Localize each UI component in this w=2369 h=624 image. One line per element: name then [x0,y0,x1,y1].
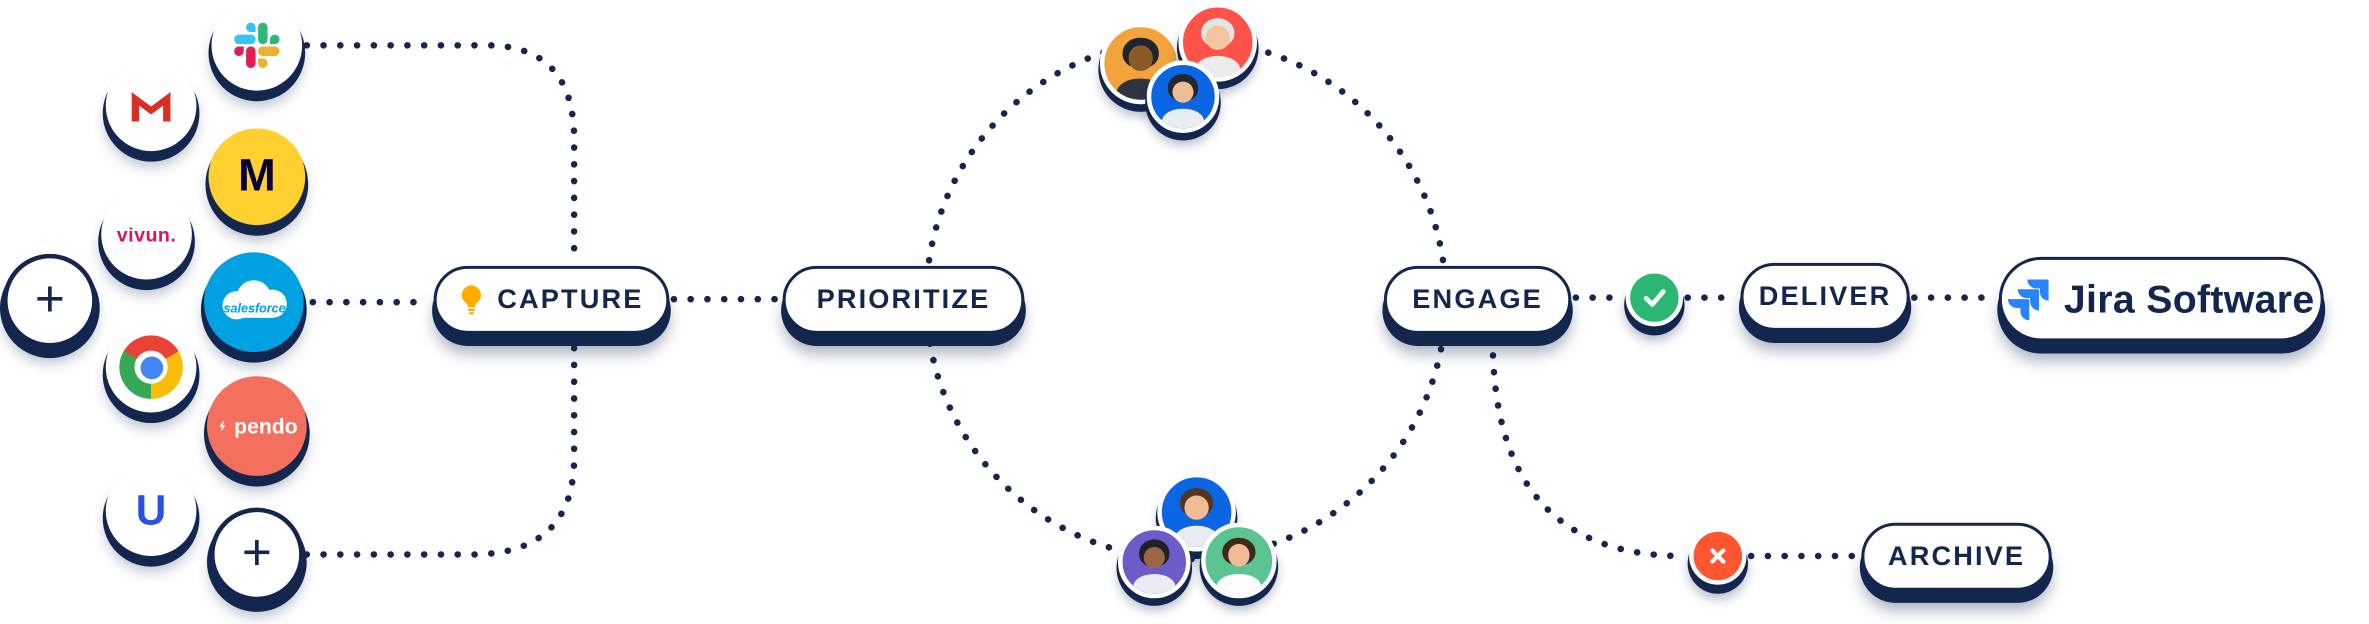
status-cross-circle [1689,527,1747,585]
stage-pill-capture: CAPTURE [433,265,670,334]
stage-label: CAPTURE [497,284,644,315]
add-source-circle-bottom: + [210,507,304,602]
user-avatar [1146,60,1220,133]
stage-pill-prioritize: PRIORITIZE [782,265,1025,334]
add-source-circle-left: + [3,253,97,348]
user-avatar [1178,3,1258,82]
avatar-body [1133,574,1176,594]
app-icon-u: U [105,465,197,556]
avatar-head [1205,25,1230,50]
app-icon-salesforce: salesforce [203,252,304,353]
app-icon-miro: M [208,128,306,226]
status-check-circle [1625,268,1684,327]
stage-label: DELIVER [1758,281,1892,312]
cross-icon [1710,548,1726,564]
app-icon-gmail [105,60,197,152]
slack-icon [234,22,280,68]
plus-icon: + [34,269,65,328]
plus-icon: + [241,523,272,581]
pendo-bolt-icon [219,420,226,432]
app-icon-slack [211,0,303,91]
jira-logo-icon [2007,278,2049,320]
stage-label: PRIORITIZE [816,284,991,315]
user-avatar [1118,525,1191,599]
miro-logo-letter: M [237,151,276,201]
u-logo-letter: U [135,486,167,534]
avatar-body [1216,573,1261,594]
pendo-logo-text: pendo [234,413,298,439]
avatar-head [1227,544,1251,568]
salesforce-cloud-icon: salesforce [222,280,287,320]
stage-label: ARCHIVE [1887,540,2026,572]
avatar-head [1143,546,1166,569]
stage-pill-deliver: DELIVER [1740,262,1910,331]
user-avatar [1201,522,1277,599]
vivun-logo-text: vivun. [116,222,177,246]
check-icon [1643,289,1666,307]
stage-label: ENGAGE [1412,284,1543,315]
avatar-head [1128,46,1153,71]
avatar-body [1162,109,1204,129]
chrome-icon [119,335,183,399]
gmail-icon [131,92,171,122]
pendo-logo: pendo [216,414,298,438]
connector-slack-capture [303,42,578,264]
app-icon-vivun: vivun. [101,188,192,280]
app-icon-chrome [105,321,197,413]
stage-pill-archive: ARCHIVE [1861,522,2052,591]
connector-engage-cross [1489,335,1687,560]
jira-software-pill: Jira Software [1998,256,2324,342]
stage-pill-engage: ENGAGE [1383,265,1572,334]
avatar-head [1184,495,1209,520]
salesforce-logo-text: salesforce [224,301,286,315]
avatar-head [1172,81,1194,103]
app-icon-pendo: pendo [206,376,307,476]
lightbulb-icon [461,285,482,315]
jira-label: Jira Software [2063,275,2315,322]
connector-add-capture [303,336,578,558]
